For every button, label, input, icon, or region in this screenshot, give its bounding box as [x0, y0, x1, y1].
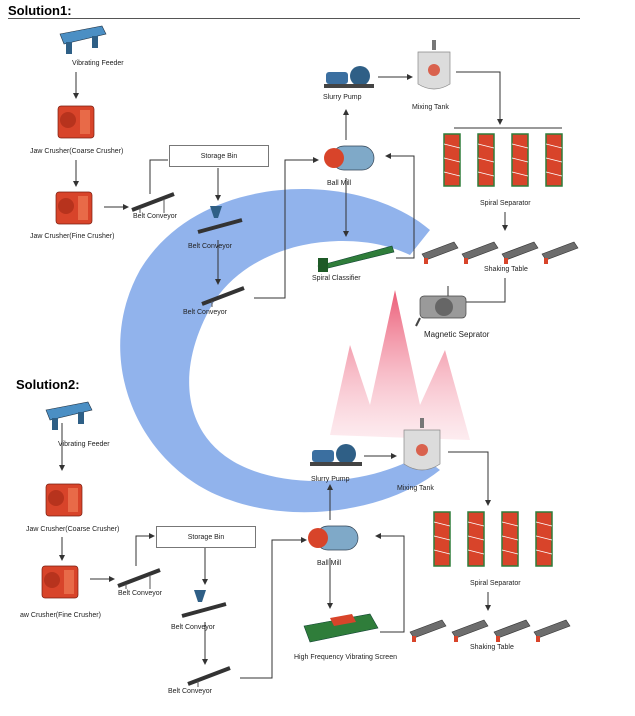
ball-mill-label: Ball Mill: [317, 560, 342, 567]
vibrating-feeder-label: Vibrating Feeder: [72, 60, 124, 67]
mixing-tank-label: Mixing Tank: [397, 485, 434, 492]
jaw-crusher-coarse-icon: [57, 105, 95, 139]
belt-conveyor-icon: [181, 590, 227, 618]
magnetic-separator-label: Magnetic Seprator: [424, 330, 490, 339]
spiral-separator-label: Spiral Separator: [470, 580, 521, 587]
belt-conveyor-icon: [187, 666, 231, 687]
jaw-crusher-fine-icon: [41, 565, 79, 599]
spiral-classifier-label: Spiral Classifier: [312, 275, 361, 282]
belt-conveyor-icon: [201, 286, 245, 307]
jaw-crusher-fine-label: aw Crusher(Fine Crusher): [20, 612, 101, 619]
slurry-pump-label: Slurry Pump: [323, 94, 362, 101]
slurry-pump-label: Slurry Pump: [311, 476, 350, 483]
vibrating-feeder-icon: [45, 401, 93, 430]
belt-conveyor-icon: [131, 192, 175, 213]
mixing-tank-icon: [417, 40, 451, 90]
belt-conveyor-label-3: Belt Conveyor: [168, 688, 212, 695]
slurry-pump-icon: [324, 66, 374, 88]
shaking-table-label: Shaking Table: [484, 266, 528, 273]
logo-pink-peaks: [330, 290, 470, 440]
spiral-separator-icon: [443, 133, 563, 187]
belt-conveyor-label-3: Belt Conveyor: [183, 309, 227, 316]
mixing-tank-label: Mixing Tank: [412, 104, 449, 111]
belt-conveyor-icon: [117, 568, 161, 589]
logo-blue-arc: [120, 189, 440, 513]
mixing-tank-icon: [403, 418, 441, 471]
belt-conveyor-label-2: Belt Conveyor: [171, 624, 215, 631]
jaw-crusher-coarse-label: Jaw Crusher(Coarse Crusher): [30, 148, 124, 155]
storage-bin-box: Storage Bin: [156, 526, 256, 548]
solution2-title: Solution2:: [16, 377, 80, 392]
shaking-table-icon: [409, 619, 571, 642]
belt-conveyor-label-1: Belt Conveyor: [133, 213, 177, 220]
ball-mill-icon: [324, 145, 375, 171]
solution1-title: Solution1:: [8, 3, 72, 18]
spiral-separator-label: Spiral Separator: [480, 200, 531, 207]
hf-vibrating-screen-label: High Frequency Vibrating Screen: [294, 654, 397, 661]
ball-mill-icon: [308, 525, 359, 551]
solution1-rule: [8, 18, 580, 19]
jaw-crusher-fine-label: Jaw Crusher(Fine Crusher): [30, 233, 115, 240]
vibrating-feeder-icon: [59, 25, 107, 54]
shaking-table-label: Shaking Table: [470, 644, 514, 651]
slurry-pump-icon: [310, 444, 362, 466]
belt-conveyor-icon: [197, 206, 243, 234]
jaw-crusher-coarse-icon: [45, 483, 83, 517]
ball-mill-label: Ball Mill: [327, 180, 352, 187]
vibrating-feeder-label: Vibrating Feeder: [58, 441, 110, 448]
shaking-table-icon: [421, 241, 579, 264]
jaw-crusher-coarse-label: Jaw Crusher(Coarse Crusher): [26, 526, 120, 533]
storage-bin-box: Storage Bin: [169, 145, 269, 167]
spiral-separator-icon: [433, 511, 553, 567]
spiral-classifier-icon: [317, 245, 395, 272]
magnetic-separator-icon: [415, 295, 467, 327]
belt-conveyor-label-2: Belt Conveyor: [188, 243, 232, 250]
belt-conveyor-label-1: Belt Conveyor: [118, 590, 162, 597]
vibrating-screen-icon: [303, 613, 379, 643]
jaw-crusher-fine-icon: [55, 191, 93, 225]
